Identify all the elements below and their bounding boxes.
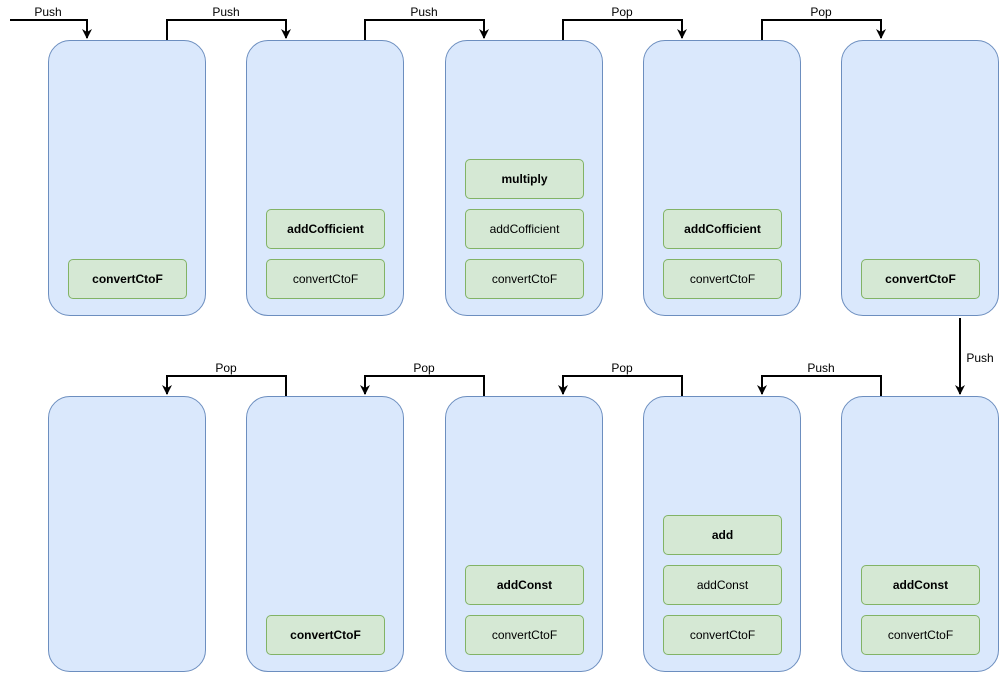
arrow-6-7: [757, 375, 882, 396]
arrow-4-5: [761, 19, 886, 40]
stack-frame: convertCtoF: [465, 615, 584, 655]
call-stack-9: convertCtoF: [246, 396, 404, 672]
stack-frame: convertCtoF: [861, 615, 980, 655]
stack-frame: addConst: [663, 565, 782, 605]
call-stack-7: add addConst convertCtoF: [643, 396, 801, 672]
transition-label: Pop: [413, 361, 435, 375]
stack-frame: addCofficient: [663, 209, 782, 249]
call-stack-1: convertCtoF: [48, 40, 206, 316]
arrow-9-10: [162, 375, 287, 396]
stack-frame: convertCtoF: [266, 615, 385, 655]
call-stack-5: convertCtoF: [841, 40, 999, 316]
call-stack-4: addCofficient convertCtoF: [643, 40, 801, 316]
call-stack-3: multiply addCofficient convertCtoF: [445, 40, 603, 316]
transition-label: Pop: [215, 361, 237, 375]
transition-label: Push: [410, 5, 438, 19]
stack-frame: add: [663, 515, 782, 555]
stack-frame: convertCtoF: [68, 259, 187, 299]
transition-label: Push: [34, 5, 62, 19]
call-stack-2: addCofficient convertCtoF: [246, 40, 404, 316]
arrow-7-8: [558, 375, 683, 396]
stack-frame: multiply: [465, 159, 584, 199]
stack-frame: convertCtoF: [663, 615, 782, 655]
transition-label: Pop: [611, 361, 633, 375]
arrow-initial: [10, 19, 92, 39]
stack-frame: convertCtoF: [266, 259, 385, 299]
transition-label: Pop: [611, 5, 633, 19]
arrow-3-4: [562, 19, 687, 40]
stack-frame: convertCtoF: [663, 259, 782, 299]
transition-label: Push: [966, 351, 994, 365]
stack-frame: convertCtoF: [465, 259, 584, 299]
stack-frame: convertCtoF: [861, 259, 980, 299]
stack-frame: addCofficient: [465, 209, 584, 249]
transition-label: Pop: [810, 5, 832, 19]
stack-frame: addCofficient: [266, 209, 385, 249]
call-stack-6: addConst convertCtoF: [841, 396, 999, 672]
arrow-8-9: [360, 375, 485, 396]
arrow-1-2: [166, 19, 291, 40]
call-stack-8: addConst convertCtoF: [445, 396, 603, 672]
stack-frame: addConst: [465, 565, 584, 605]
arrow-2-3: [364, 19, 489, 40]
stack-frame: addConst: [861, 565, 980, 605]
transition-label: Push: [807, 361, 835, 375]
transition-label: Push: [212, 5, 240, 19]
call-stack-10: [48, 396, 206, 672]
